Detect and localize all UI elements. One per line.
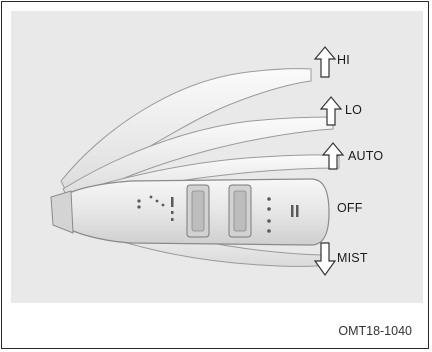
intermittent-dial-slot <box>192 191 204 231</box>
label-auto: AUTO <box>348 149 383 163</box>
label-hi: HI <box>337 53 350 67</box>
arrow-up-icon <box>315 47 335 77</box>
illustration-panel: HI LO AUTO OFF MIST <box>11 11 423 303</box>
label-mist: MIST <box>337 251 368 265</box>
label-off: OFF <box>337 201 363 215</box>
label-lo: LO <box>345 103 362 117</box>
washer-dial-slot <box>234 191 246 231</box>
figure-frame: HI LO AUTO OFF MIST OMT18-1040 <box>1 1 429 349</box>
figure-code: OMT18-1040 <box>338 324 412 338</box>
lever-base <box>51 191 73 233</box>
